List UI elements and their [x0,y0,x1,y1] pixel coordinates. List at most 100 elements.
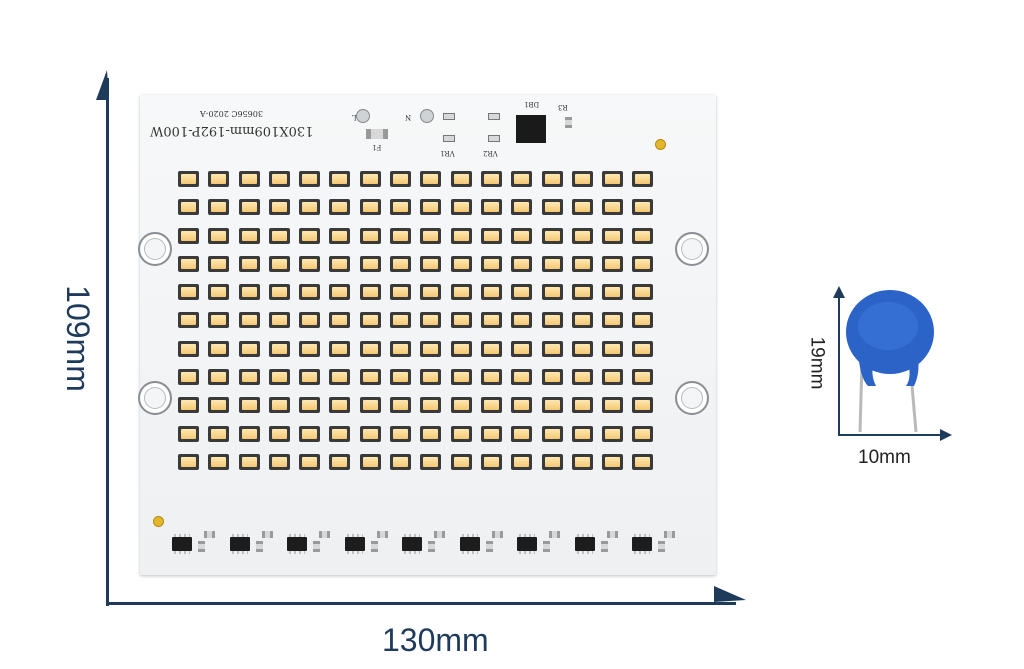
driver-ic [287,534,307,554]
led-chip [329,227,351,244]
led-chip [390,425,412,442]
led-emitter [483,400,499,411]
led-emitter [181,428,196,439]
led-chip [541,171,563,187]
led-emitter [181,315,196,326]
led-chip [602,255,624,272]
led-emitter [211,230,227,241]
led-chip [602,453,624,470]
led-emitter [241,258,257,269]
led-emitter [514,202,530,213]
led-chip [480,255,502,272]
varistor-pad-3 [488,113,500,120]
led-emitter [302,258,318,269]
driver-ic [229,534,250,554]
led-emitter [181,287,196,298]
height-dimension-line [106,78,109,606]
led-chip [299,312,321,329]
led-emitter [332,428,348,439]
led-chip [571,171,593,187]
led-emitter [332,174,348,184]
led-chip [632,255,654,272]
led-chip [541,255,563,272]
led-chip [238,369,260,386]
led-chip [602,199,624,216]
led-chip [390,397,412,414]
led-chip [390,199,412,216]
led-chip [602,312,624,329]
led-emitter [605,428,621,439]
led-emitter [605,230,621,241]
led-chip [511,284,533,301]
led-emitter [514,343,530,354]
board-width-label: 130mm [382,622,489,658]
led-chip [390,312,412,329]
board-code-text: 30656C 2020-A [200,109,263,118]
led-emitter [574,400,590,411]
led-emitter [544,315,560,326]
led-chip [480,340,502,357]
led-chip [238,453,260,470]
led-chip [632,284,654,301]
led-emitter [211,258,227,269]
led-emitter [302,400,318,411]
led-emitter [453,174,469,184]
led-chip [511,227,533,244]
led-chip [359,340,381,357]
driver-resistor [485,541,493,552]
led-chip [390,255,412,272]
led-emitter [574,174,590,184]
led-emitter [302,287,318,298]
led-chip [571,425,593,442]
led-emitter [605,174,621,184]
led-emitter [181,456,196,467]
led-emitter [605,258,621,269]
led-emitter [332,202,348,213]
led-chip [208,227,230,244]
led-emitter [241,174,257,184]
led-emitter [241,287,257,298]
led-emitter [181,372,196,383]
led-emitter [483,287,499,298]
led-emitter [453,230,469,241]
driver-resistor-small [491,531,503,538]
led-emitter [514,258,530,269]
driver-ic [574,534,595,554]
led-emitter [211,315,227,326]
led-chip [208,255,230,272]
led-emitter [544,400,560,411]
led-chip [602,227,624,244]
led-chip [632,425,654,442]
led-chip [329,453,351,470]
led-chip [420,199,442,216]
capacitor-drip-right [906,358,919,386]
led-emitter [332,315,348,326]
led-chip [511,453,533,470]
led-emitter [362,456,378,467]
led-chip [178,369,199,386]
label-db1: DB1 [524,100,540,108]
led-chip [178,255,199,272]
led-chip [480,199,502,216]
led-emitter [181,174,196,184]
led-chip [268,255,290,272]
led-emitter [453,400,469,411]
driver-resistor-small [434,531,445,538]
led-chip [238,397,260,414]
led-emitter [211,202,227,213]
led-emitter [635,400,651,411]
led-emitter [393,343,409,354]
led-emitter [181,258,196,269]
solder-pad-bottom [153,516,164,527]
led-emitter [362,372,378,383]
capacitor-height-label: 19mm [806,336,828,390]
driver-ic [344,534,365,554]
capacitor-highlight [858,302,918,350]
cap-height-line [838,296,840,436]
led-chip [208,425,230,442]
led-chip [450,340,472,357]
led-chip [541,284,563,301]
led-chip [420,340,442,357]
led-chip [480,369,502,386]
led-emitter [483,315,499,326]
